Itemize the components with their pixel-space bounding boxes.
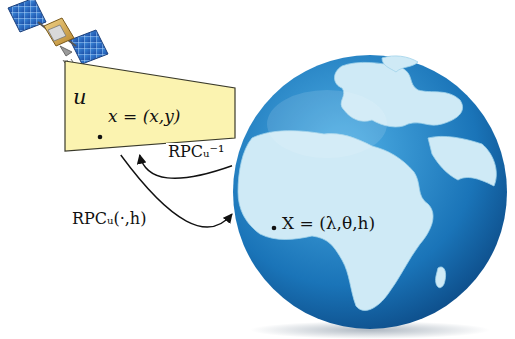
edge-label: RPCᵤ⁻¹	[166, 143, 226, 161]
image-point	[98, 135, 103, 140]
image-name: u	[73, 86, 87, 109]
globe-outline	[232, 54, 508, 330]
image-plane: u x = (x,y)	[64, 60, 236, 152]
ground-point	[272, 226, 277, 231]
ground-point-label: X = (λ,θ,h)	[282, 214, 375, 233]
image-plane-shape	[65, 61, 235, 151]
continent	[382, 56, 418, 72]
continent	[428, 136, 496, 186]
satellite	[8, 0, 108, 64]
image-point-label: x = (x,y)	[108, 107, 181, 126]
globe-highlight	[267, 90, 387, 158]
globe-sphere	[233, 55, 507, 329]
continent	[238, 131, 433, 311]
continent	[436, 267, 446, 288]
edge-label: RPCᵤ(·,h)	[70, 210, 148, 228]
image-plane-outline	[64, 60, 236, 152]
globe: X = (λ,θ,h)	[232, 54, 508, 330]
